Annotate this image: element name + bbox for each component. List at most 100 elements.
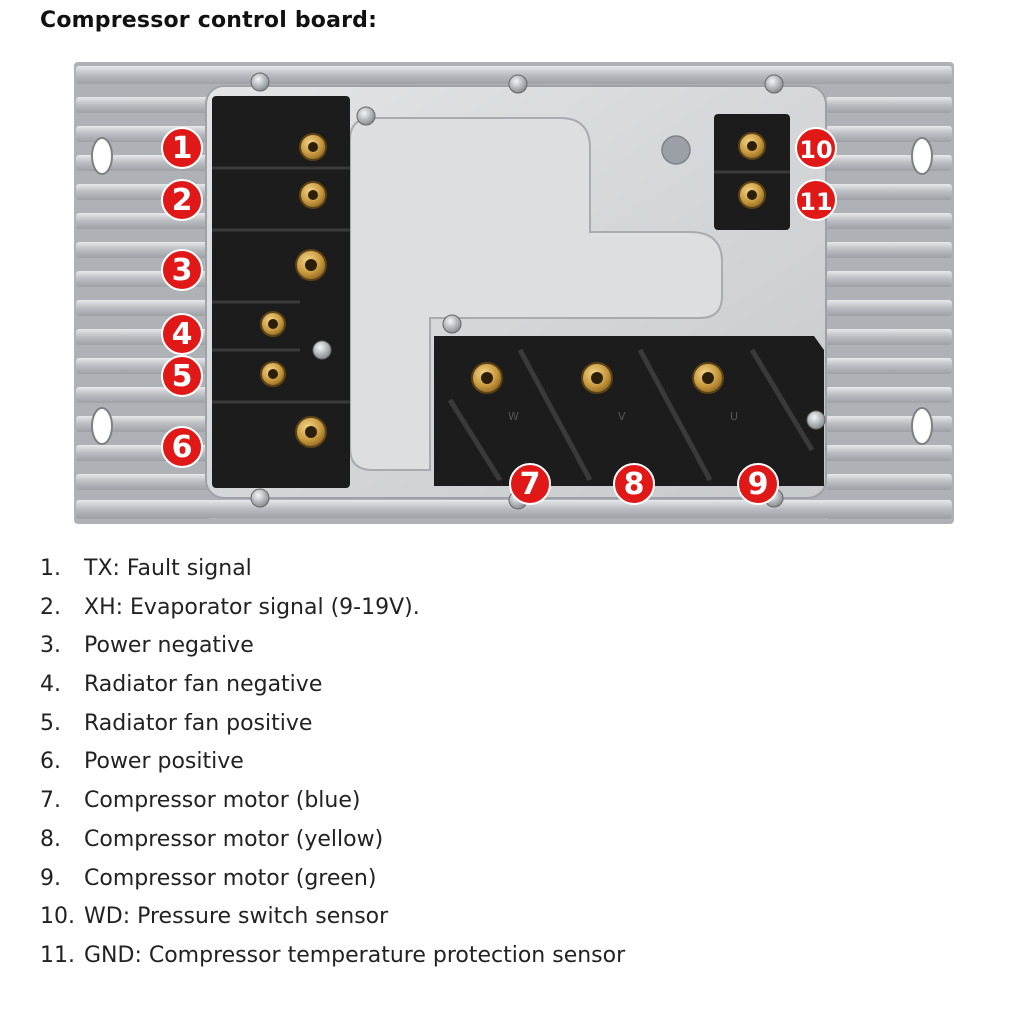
legend-number: 5. <box>40 710 61 736</box>
screw <box>508 74 528 94</box>
legend-item: 10. WD: Pressure switch sensor <box>40 898 625 937</box>
mounting-hole <box>91 407 113 445</box>
screw <box>250 488 270 508</box>
callout-number: 4 <box>172 317 193 352</box>
heatsink-fin <box>826 300 952 316</box>
screw <box>312 340 332 360</box>
phase-label: U <box>730 410 738 423</box>
legend-number: 9. <box>40 865 61 891</box>
legend-number: 11. <box>40 942 75 968</box>
legend-text: Compressor motor (yellow) <box>84 826 384 852</box>
callout-number: 6 <box>172 430 193 465</box>
heatsink-fin <box>826 329 952 345</box>
callout-2: 2 <box>161 179 203 221</box>
mounting-hole <box>911 407 933 445</box>
heatsink-rail <box>76 500 952 518</box>
screw <box>764 74 784 94</box>
legend-number: 2. <box>40 594 61 620</box>
legend-text: TX: Fault signal <box>84 556 252 581</box>
callout-circle <box>509 463 551 505</box>
heatsink-fin <box>76 97 210 113</box>
callout-3: 3 <box>161 249 203 291</box>
screw <box>806 410 826 430</box>
callout-6: 6 <box>161 426 203 468</box>
screw <box>442 314 462 334</box>
legend-number: 8. <box>40 826 61 852</box>
phase-label: V <box>618 410 626 423</box>
legend-item: 8. Compressor motor (yellow) <box>40 821 625 860</box>
legend-text: XH: Evaporator signal (9-19V). <box>84 594 420 620</box>
heatsink-fin <box>826 242 952 258</box>
callout-number: 2 <box>172 183 193 218</box>
legend-text: Radiator fan negative <box>84 672 323 698</box>
callout-circle <box>613 463 655 505</box>
callout-number: 8 <box>624 467 645 502</box>
legend-number: 6. <box>40 749 61 775</box>
callout-number: 11 <box>799 188 832 216</box>
heatsink-fin <box>826 387 952 403</box>
callout-1: 1 <box>161 127 203 169</box>
callout-circle <box>795 179 837 221</box>
legend-item: 1.TX: Fault signal <box>40 550 625 589</box>
callout-circle <box>161 313 203 355</box>
callout-number: 10 <box>799 136 832 164</box>
callout-9: 9 <box>737 463 779 505</box>
connector-housing <box>212 96 350 488</box>
heatsink-fin <box>826 358 952 374</box>
callout-circle <box>161 355 203 397</box>
callout-circle <box>161 127 203 169</box>
legend-item: 9.Compressor motor (green) <box>40 860 625 899</box>
phase-label: W <box>508 410 519 423</box>
heatsink-fin <box>826 271 952 287</box>
mounting-hole <box>911 137 933 175</box>
legend-number: 3. <box>40 633 61 659</box>
mounting-hole <box>91 137 113 175</box>
page-title: Compressor control board: <box>40 8 378 33</box>
legend-item: 4. Radiator fan negative <box>40 666 625 705</box>
callout-5: 5 <box>161 355 203 397</box>
heatsink-rail <box>76 66 952 84</box>
callout-number: 9 <box>748 467 769 502</box>
legend-text: Power negative <box>84 633 254 659</box>
top-right-connector <box>714 114 790 230</box>
heatsink-fin <box>826 416 952 432</box>
callout-circle <box>161 426 203 468</box>
heatsink-fin <box>76 300 210 316</box>
heatsink-fin <box>826 126 952 142</box>
legend-number: 4. <box>40 672 61 698</box>
legend-item: 3. Power negative <box>40 627 625 666</box>
callout-8: 8 <box>613 463 655 505</box>
control-board-photo: W V U 1 2 3 4 5 6 7 8 9 10 11 <box>74 62 954 524</box>
legend-number: 7. <box>40 788 61 814</box>
left-connector-block <box>212 96 350 488</box>
legend-text: WD: Pressure switch sensor <box>84 904 389 930</box>
heatsink-fin <box>76 474 210 490</box>
callout-circle <box>795 127 837 169</box>
callout-circle <box>161 179 203 221</box>
motor-connector-block: W V U <box>434 336 824 486</box>
indicator-hole <box>661 135 691 165</box>
legend-item: 6. Power positive <box>40 743 625 782</box>
callout-number: 5 <box>172 359 193 394</box>
legend-text: GND: Compressor temperature protection s… <box>84 942 626 968</box>
callout-7: 7 <box>509 463 551 505</box>
legend-text: Radiator fan positive <box>84 710 313 736</box>
callout-number: 1 <box>172 131 193 166</box>
callout-badges: 1 2 3 4 5 6 7 8 9 10 11 <box>161 127 837 505</box>
heatsink-fin <box>826 474 952 490</box>
legend-text: Power positive <box>84 749 244 775</box>
heatsink-fin <box>826 213 952 229</box>
legend-item: 5. Radiator fan positive <box>40 705 625 744</box>
screw <box>250 72 270 92</box>
callout-number: 7 <box>520 467 541 502</box>
legend-item: 7.Compressor motor (blue) <box>40 782 625 821</box>
callout-11: 11 <box>795 179 837 221</box>
pin-legend: 1.TX: Fault signal 2. XH: Evaporator signa… <box>40 550 625 976</box>
legend-item: 11. GND: Compressor temperature protectio… <box>40 937 625 976</box>
screw <box>356 106 376 126</box>
heatsink-fin <box>826 155 952 171</box>
legend-item: 2. XH: Evaporator signal (9-19V). <box>40 589 625 628</box>
legend-number: 10. <box>40 904 75 930</box>
heatsink-fin <box>826 184 952 200</box>
callout-circle <box>161 249 203 291</box>
